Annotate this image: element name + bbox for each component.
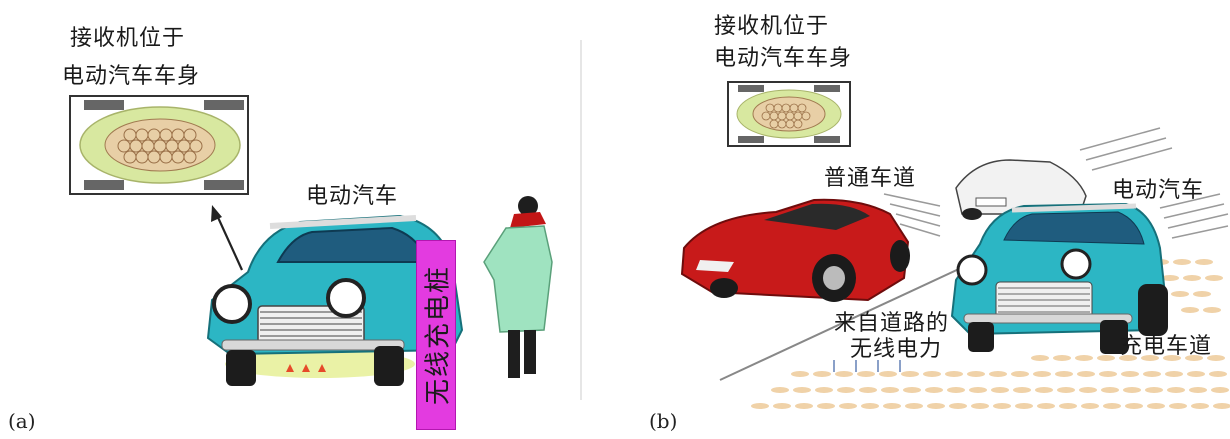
receiver-label-line1: 接收机位于 — [70, 26, 186, 51]
normal-lane-label: 普通车道 — [824, 166, 917, 191]
receiver-label-line2: 电动汽车车身 — [62, 64, 201, 89]
panel-divider — [580, 40, 582, 400]
person-figure — [483, 196, 553, 378]
wireless-charger-label: 无线充电桩 — [423, 264, 454, 406]
receiver-topview-diagram — [69, 95, 249, 195]
panel-b: 接收机位于 电动汽车车身 — [600, 0, 1230, 439]
electric-car-label-b: 电动汽车 — [1112, 178, 1205, 203]
pointer-arrow — [211, 205, 244, 271]
power-transfer-marks — [286, 364, 326, 372]
caption-a: (a) — [8, 409, 36, 433]
receiver-topview-diagram-b — [727, 81, 851, 147]
electric-car-b — [950, 202, 1168, 354]
charging-lane-label: 充电车道 — [1120, 334, 1213, 359]
road-power-label-line2: 无线电力 — [850, 337, 943, 362]
wireless-charger-post: 无线充电桩 — [416, 240, 456, 430]
caption-b: (b) — [649, 409, 678, 433]
road-power-label-line1: 来自道路的 — [834, 311, 950, 336]
receiver-label-line2-b: 电动汽车车身 — [714, 46, 853, 71]
panel-a-illustration — [69, 95, 553, 386]
panel-b-illustration — [680, 81, 1230, 420]
red-sports-car — [680, 198, 910, 302]
electric-car-label: 电动汽车 — [306, 184, 399, 209]
receiver-label-line1-b: 接收机位于 — [714, 14, 830, 39]
speed-lines — [883, 127, 1229, 239]
panel-a: 接收机位于 电动汽车车身 — [0, 0, 575, 439]
